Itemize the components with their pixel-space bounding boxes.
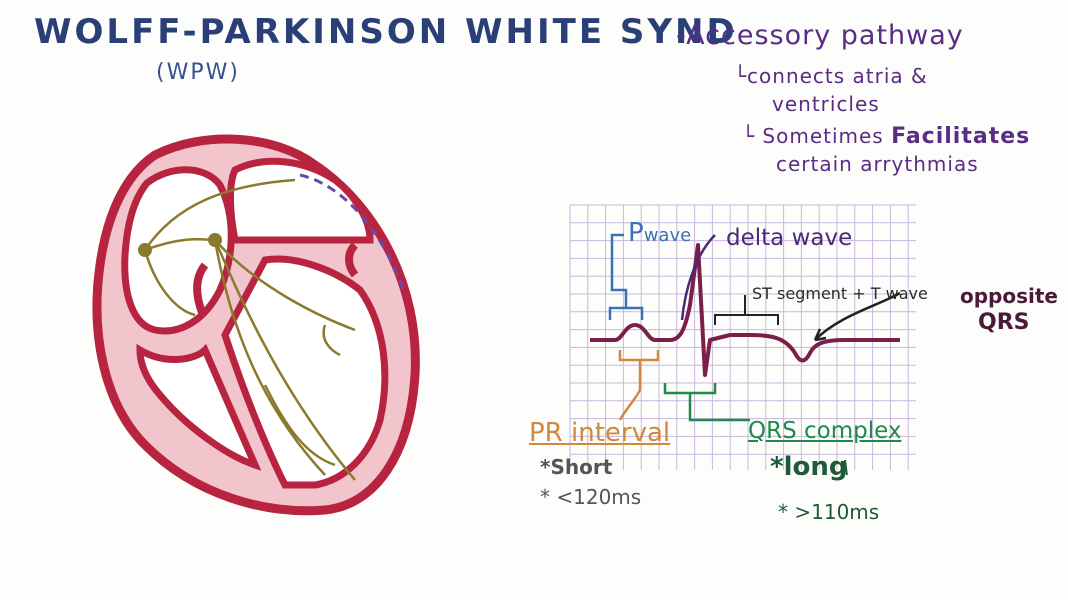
opposite-qrs-label: QRS: [978, 310, 1030, 335]
pr-ms-label: * <120ms: [540, 485, 642, 509]
st-segment-bracket: [714, 295, 779, 325]
conduction-system: [143, 178, 356, 481]
delta-wave-arrow: [680, 234, 716, 321]
pwave-label-rest: wave: [643, 225, 692, 246]
ecg-strip: [569, 204, 916, 475]
ecg-trace: [590, 243, 900, 377]
opposite-label: opposite: [960, 284, 1058, 308]
right-ventricle: [136, 343, 262, 471]
left-atrium: [226, 157, 374, 244]
note-sometimes-facilitates: └ Sometimes Facilitates: [742, 124, 1030, 149]
note-connects-atria: └connects atria &: [734, 64, 928, 88]
delta-wave-label: delta wave: [726, 225, 853, 251]
note-sometimes-prefix: └ Sometimes: [742, 124, 892, 148]
pr-interval-bracket: [618, 350, 660, 421]
pwave-label: Pwave: [628, 218, 691, 248]
qrs-bracket: [663, 383, 750, 422]
qrs-complex-label: QRS complex: [748, 418, 902, 444]
qrs-long-arrow: [844, 459, 848, 475]
note-certain-arrythmias: certain arrythmias: [776, 152, 979, 176]
page-title: WOLFF-PARKINSON WHITE SYND: [34, 12, 738, 52]
tricuspid-valve: [193, 262, 209, 317]
qrs-ms-label: * >110ms: [778, 500, 880, 524]
note-ventricles: ventricles: [772, 92, 880, 116]
heart-diagram: [92, 134, 420, 516]
page-subtitle: (WPW): [156, 60, 240, 85]
pwave-bracket: [608, 233, 644, 320]
pwave-label-p: P: [628, 218, 644, 248]
note-facilitates-bold: Facilitates: [891, 124, 1031, 149]
av-node: [208, 233, 222, 247]
pr-short-label: *Short: [540, 455, 613, 479]
sa-node: [138, 243, 152, 257]
st-segment-label: ST segment + T wave: [752, 284, 928, 303]
right-atrium: [121, 166, 235, 335]
qrs-long-label: *long: [770, 452, 848, 482]
mitral-valve: [345, 242, 359, 278]
left-ventricle: [221, 255, 389, 489]
twave-arrow: [813, 291, 901, 342]
accessory-pathway: [299, 173, 407, 296]
pr-interval-label: PR interval: [529, 418, 671, 448]
note-accessory-pathway: -Accessory pathway: [676, 20, 964, 51]
